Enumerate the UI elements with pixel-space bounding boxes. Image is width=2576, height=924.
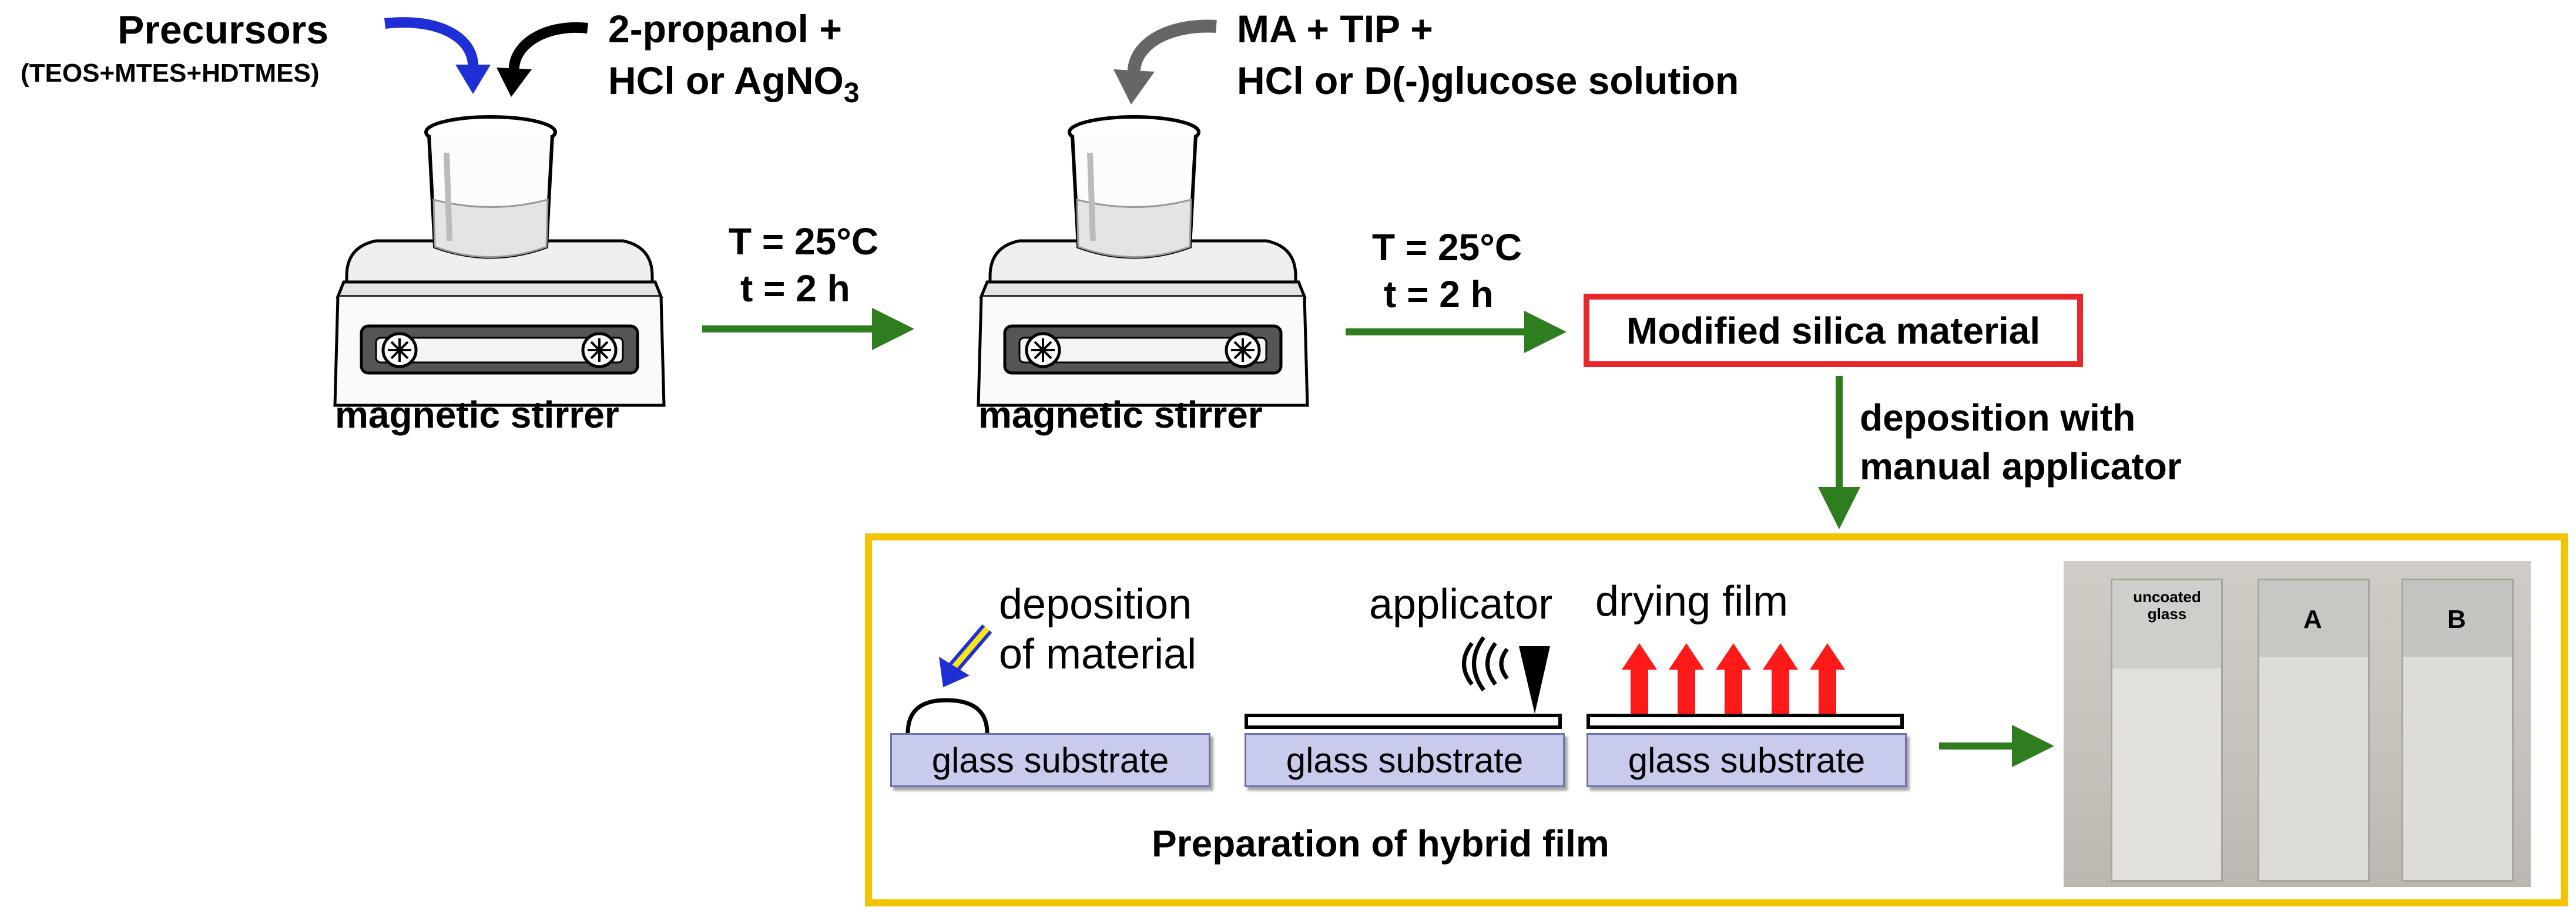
beaker-icon bbox=[424, 115, 557, 259]
step2-label: applicator bbox=[1369, 581, 1553, 628]
product-box: Modified silica material bbox=[1584, 294, 2083, 367]
slide-uncoated: uncoated glass bbox=[2111, 579, 2223, 882]
slide-a-label: A bbox=[2303, 605, 2322, 634]
slide-b-label: B bbox=[2447, 605, 2466, 634]
slide-b: B bbox=[2401, 579, 2514, 882]
stage2-reagent-line2: HCl or D(-)glucose solution bbox=[1237, 59, 1739, 102]
deposition-step-line1: deposition with bbox=[1860, 397, 2136, 439]
film-layer-3 bbox=[1586, 714, 1904, 729]
beaker-icon bbox=[1068, 115, 1200, 259]
step3-label: drying film bbox=[1595, 578, 1789, 625]
deposition-step-line2: manual applicator bbox=[1860, 445, 2182, 488]
deposition-step: deposition with manual applicator bbox=[1860, 394, 2182, 491]
dropper-arrow-icon bbox=[939, 624, 992, 687]
curved-arrow-icon bbox=[1113, 19, 1217, 105]
magnetic-stirrer-icon bbox=[977, 239, 1309, 407]
glass-substrate-1: glass substrate bbox=[890, 733, 1210, 787]
vibration-icon bbox=[1462, 636, 1509, 692]
film-layer-2 bbox=[1245, 714, 1562, 729]
applicator-blade-icon bbox=[1519, 646, 1550, 714]
step1-line2: of material bbox=[999, 631, 1197, 678]
precursors-detail: (TEOS+MTES+HDTMES) bbox=[21, 59, 320, 88]
conditions-2-time: t = 2 h bbox=[1384, 273, 1494, 315]
film-prep-title: Preparation of hybrid film bbox=[1152, 822, 1609, 865]
reagent-line1: 2-propanol + bbox=[608, 7, 842, 51]
slide-a: A bbox=[2258, 579, 2370, 882]
step1-line1: deposition bbox=[999, 581, 1192, 628]
stirrer-1-label: magnetic stirrer bbox=[335, 394, 619, 436]
conditions-1-temp: T = 25°C bbox=[729, 220, 879, 263]
material-drop bbox=[905, 698, 990, 734]
slides-photo: uncoated glass A B bbox=[2064, 561, 2531, 887]
heat-arrows bbox=[1622, 643, 1845, 714]
stage2-reagent-line1: MA + TIP + bbox=[1237, 7, 1433, 51]
curved-arrow-icon bbox=[384, 17, 491, 94]
film-prep-panel bbox=[865, 533, 2568, 906]
reagent-line2: HCl or AgNO3 bbox=[608, 59, 860, 109]
precursors-title: Precursors bbox=[118, 8, 329, 52]
conditions-2-temp: T = 25°C bbox=[1372, 226, 1522, 268]
conditions-1-time: t = 2 h bbox=[740, 267, 850, 310]
glass-substrate-2: glass substrate bbox=[1245, 733, 1565, 787]
stirrer-2-label: magnetic stirrer bbox=[978, 394, 1263, 436]
curved-arrow-icon bbox=[497, 22, 589, 97]
glass-substrate-3: glass substrate bbox=[1586, 733, 1907, 787]
slide-uncoated-label: uncoated glass bbox=[2133, 588, 2201, 623]
magnetic-stirrer-icon bbox=[333, 239, 666, 407]
